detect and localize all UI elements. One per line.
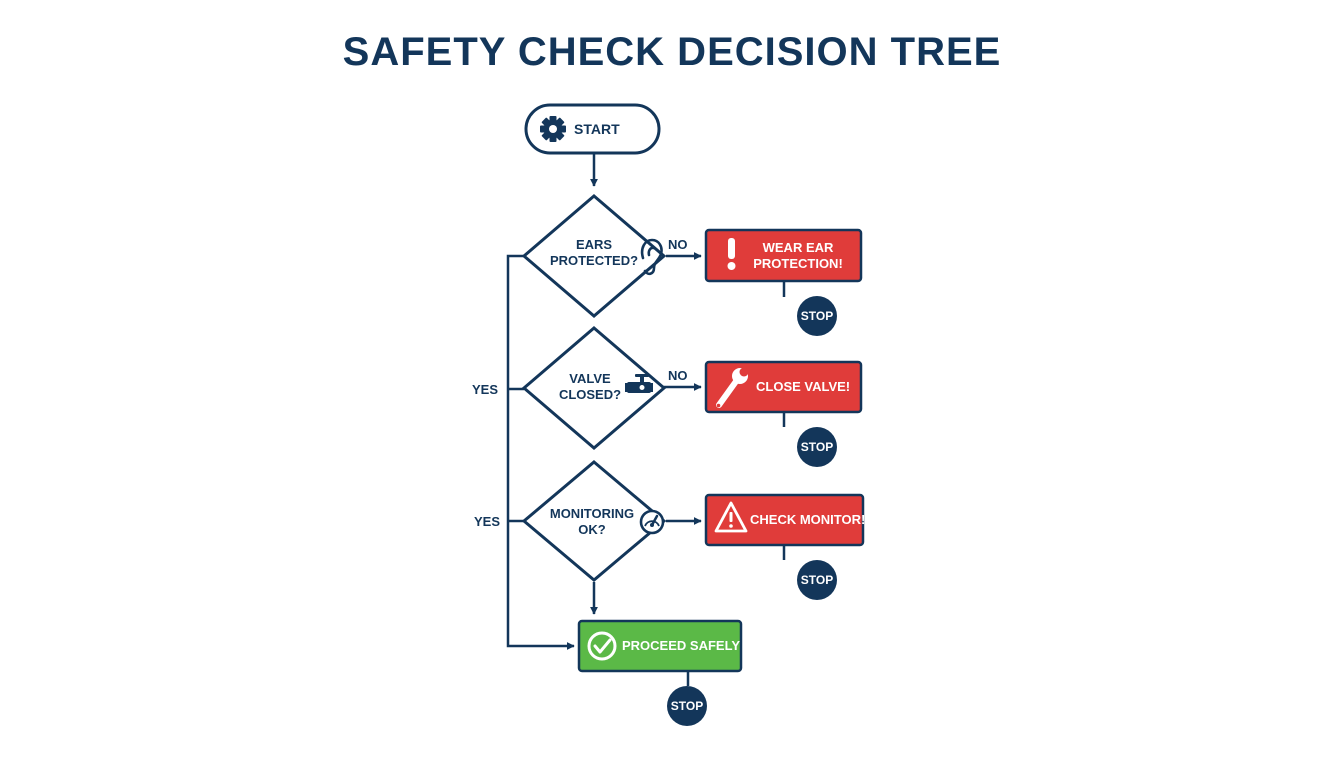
action-box-monitoring (704, 493, 865, 547)
decision-monitoring-line2: OK? (578, 522, 606, 537)
start-label: START (574, 121, 620, 137)
yes-label-valve: YES (472, 382, 499, 397)
decision-monitoring (521, 460, 667, 582)
decision-ears-label: EARS PROTECTED? (534, 237, 654, 269)
action-valve-label: CLOSE VALVE! (756, 379, 851, 394)
no-label-ears: NO (668, 237, 688, 252)
decision-valve-line2: CLOSED? (558, 387, 622, 402)
proceed-box (577, 619, 743, 673)
decision-monitoring-label: MONITORING OK? (532, 506, 652, 538)
stop-proceed: STOP (667, 686, 707, 726)
action-ears-line1: WEAR EAR (762, 240, 834, 255)
decision-valve-line1: VALVE (569, 371, 611, 386)
decision-ears-line1: EARS (575, 237, 613, 252)
ear-icon (640, 238, 663, 276)
yes-label-monitoring: YES (474, 514, 501, 529)
action-ears-line2: PROTECTION! (753, 256, 843, 271)
connectors (506, 153, 786, 686)
gauge-icon (639, 509, 665, 535)
decision-monitoring-line1: MONITORING (549, 506, 635, 521)
decision-valve (521, 326, 667, 450)
check-circle-icon (587, 631, 617, 661)
no-label-valve: NO (668, 368, 688, 383)
decision-valve-label: VALVE CLOSED? (530, 371, 650, 403)
proceed-label: PROCEED SAFELY (622, 638, 740, 653)
stop-monitoring: STOP (797, 560, 837, 600)
decision-ears (521, 194, 667, 318)
gear-icon (540, 116, 566, 142)
exclamation-icon (727, 238, 736, 270)
page-title: SAFETY CHECK DECISION TREE (342, 30, 1002, 74)
valve-icon (625, 374, 653, 393)
yes-bypass-line (506, 254, 575, 650)
warning-icon (714, 501, 748, 533)
stop-ears: STOP (797, 296, 837, 336)
stop-valve: STOP (797, 427, 837, 467)
wrench-icon (716, 367, 749, 408)
decision-ears-line2: PROTECTED? (549, 253, 639, 268)
action-ears-label: WEAR EAR PROTECTION! (746, 240, 850, 272)
action-monitoring-label: CHECK MONITOR! (750, 512, 866, 527)
start-node (524, 103, 661, 155)
action-box-ears (704, 228, 863, 283)
